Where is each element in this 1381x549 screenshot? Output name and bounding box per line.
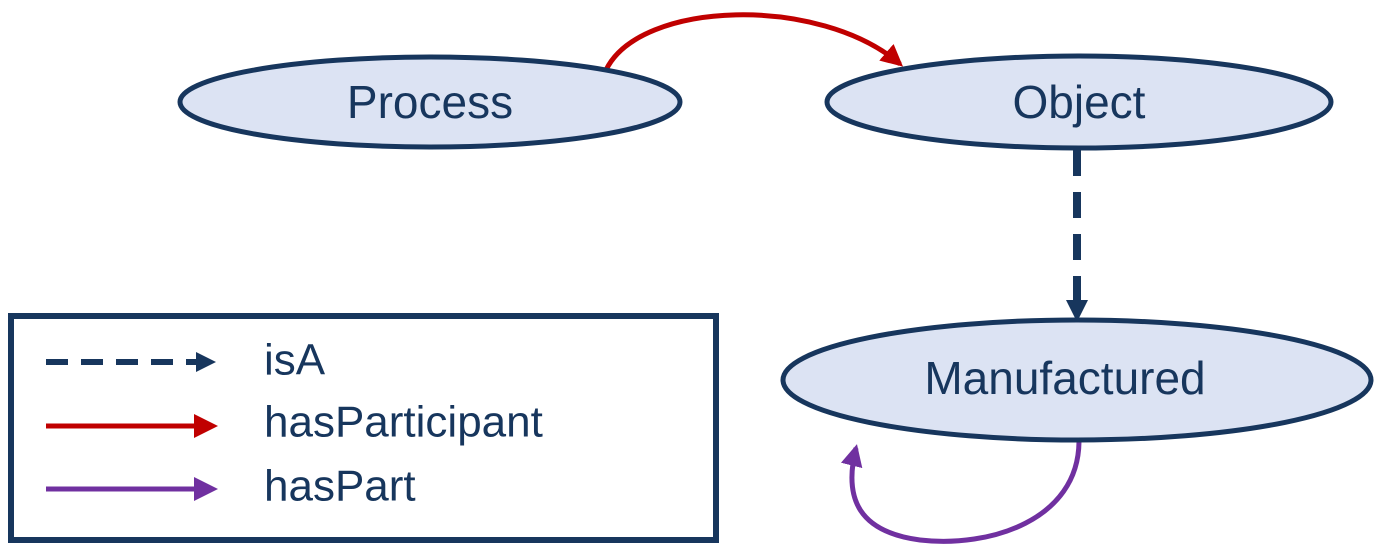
edge-object-isa-manufactured-arrowhead xyxy=(1066,300,1088,322)
node-manufactured: Manufactured xyxy=(780,317,1374,443)
node-manufactured-label: Manufactured xyxy=(924,352,1205,404)
node-object: Object xyxy=(824,53,1334,151)
legend: isA hasParticipant hasPart xyxy=(8,313,719,543)
legend-item-has-participant: hasParticipant xyxy=(46,398,543,447)
legend-label-has-participant: hasParticipant xyxy=(264,398,543,447)
edge-process-has-participant-object xyxy=(603,12,904,72)
legend-label-isa: isA xyxy=(264,336,326,385)
node-process: Process xyxy=(177,54,683,150)
edge-manufactured-has-part-self-loop xyxy=(840,441,1082,544)
node-object-label: Object xyxy=(1013,76,1146,128)
legend-label-has-part: hasPart xyxy=(264,462,416,511)
legend-item-isa: isA xyxy=(46,336,326,385)
legend-item-has-part: hasPart xyxy=(46,462,416,511)
node-process-label: Process xyxy=(347,76,513,128)
